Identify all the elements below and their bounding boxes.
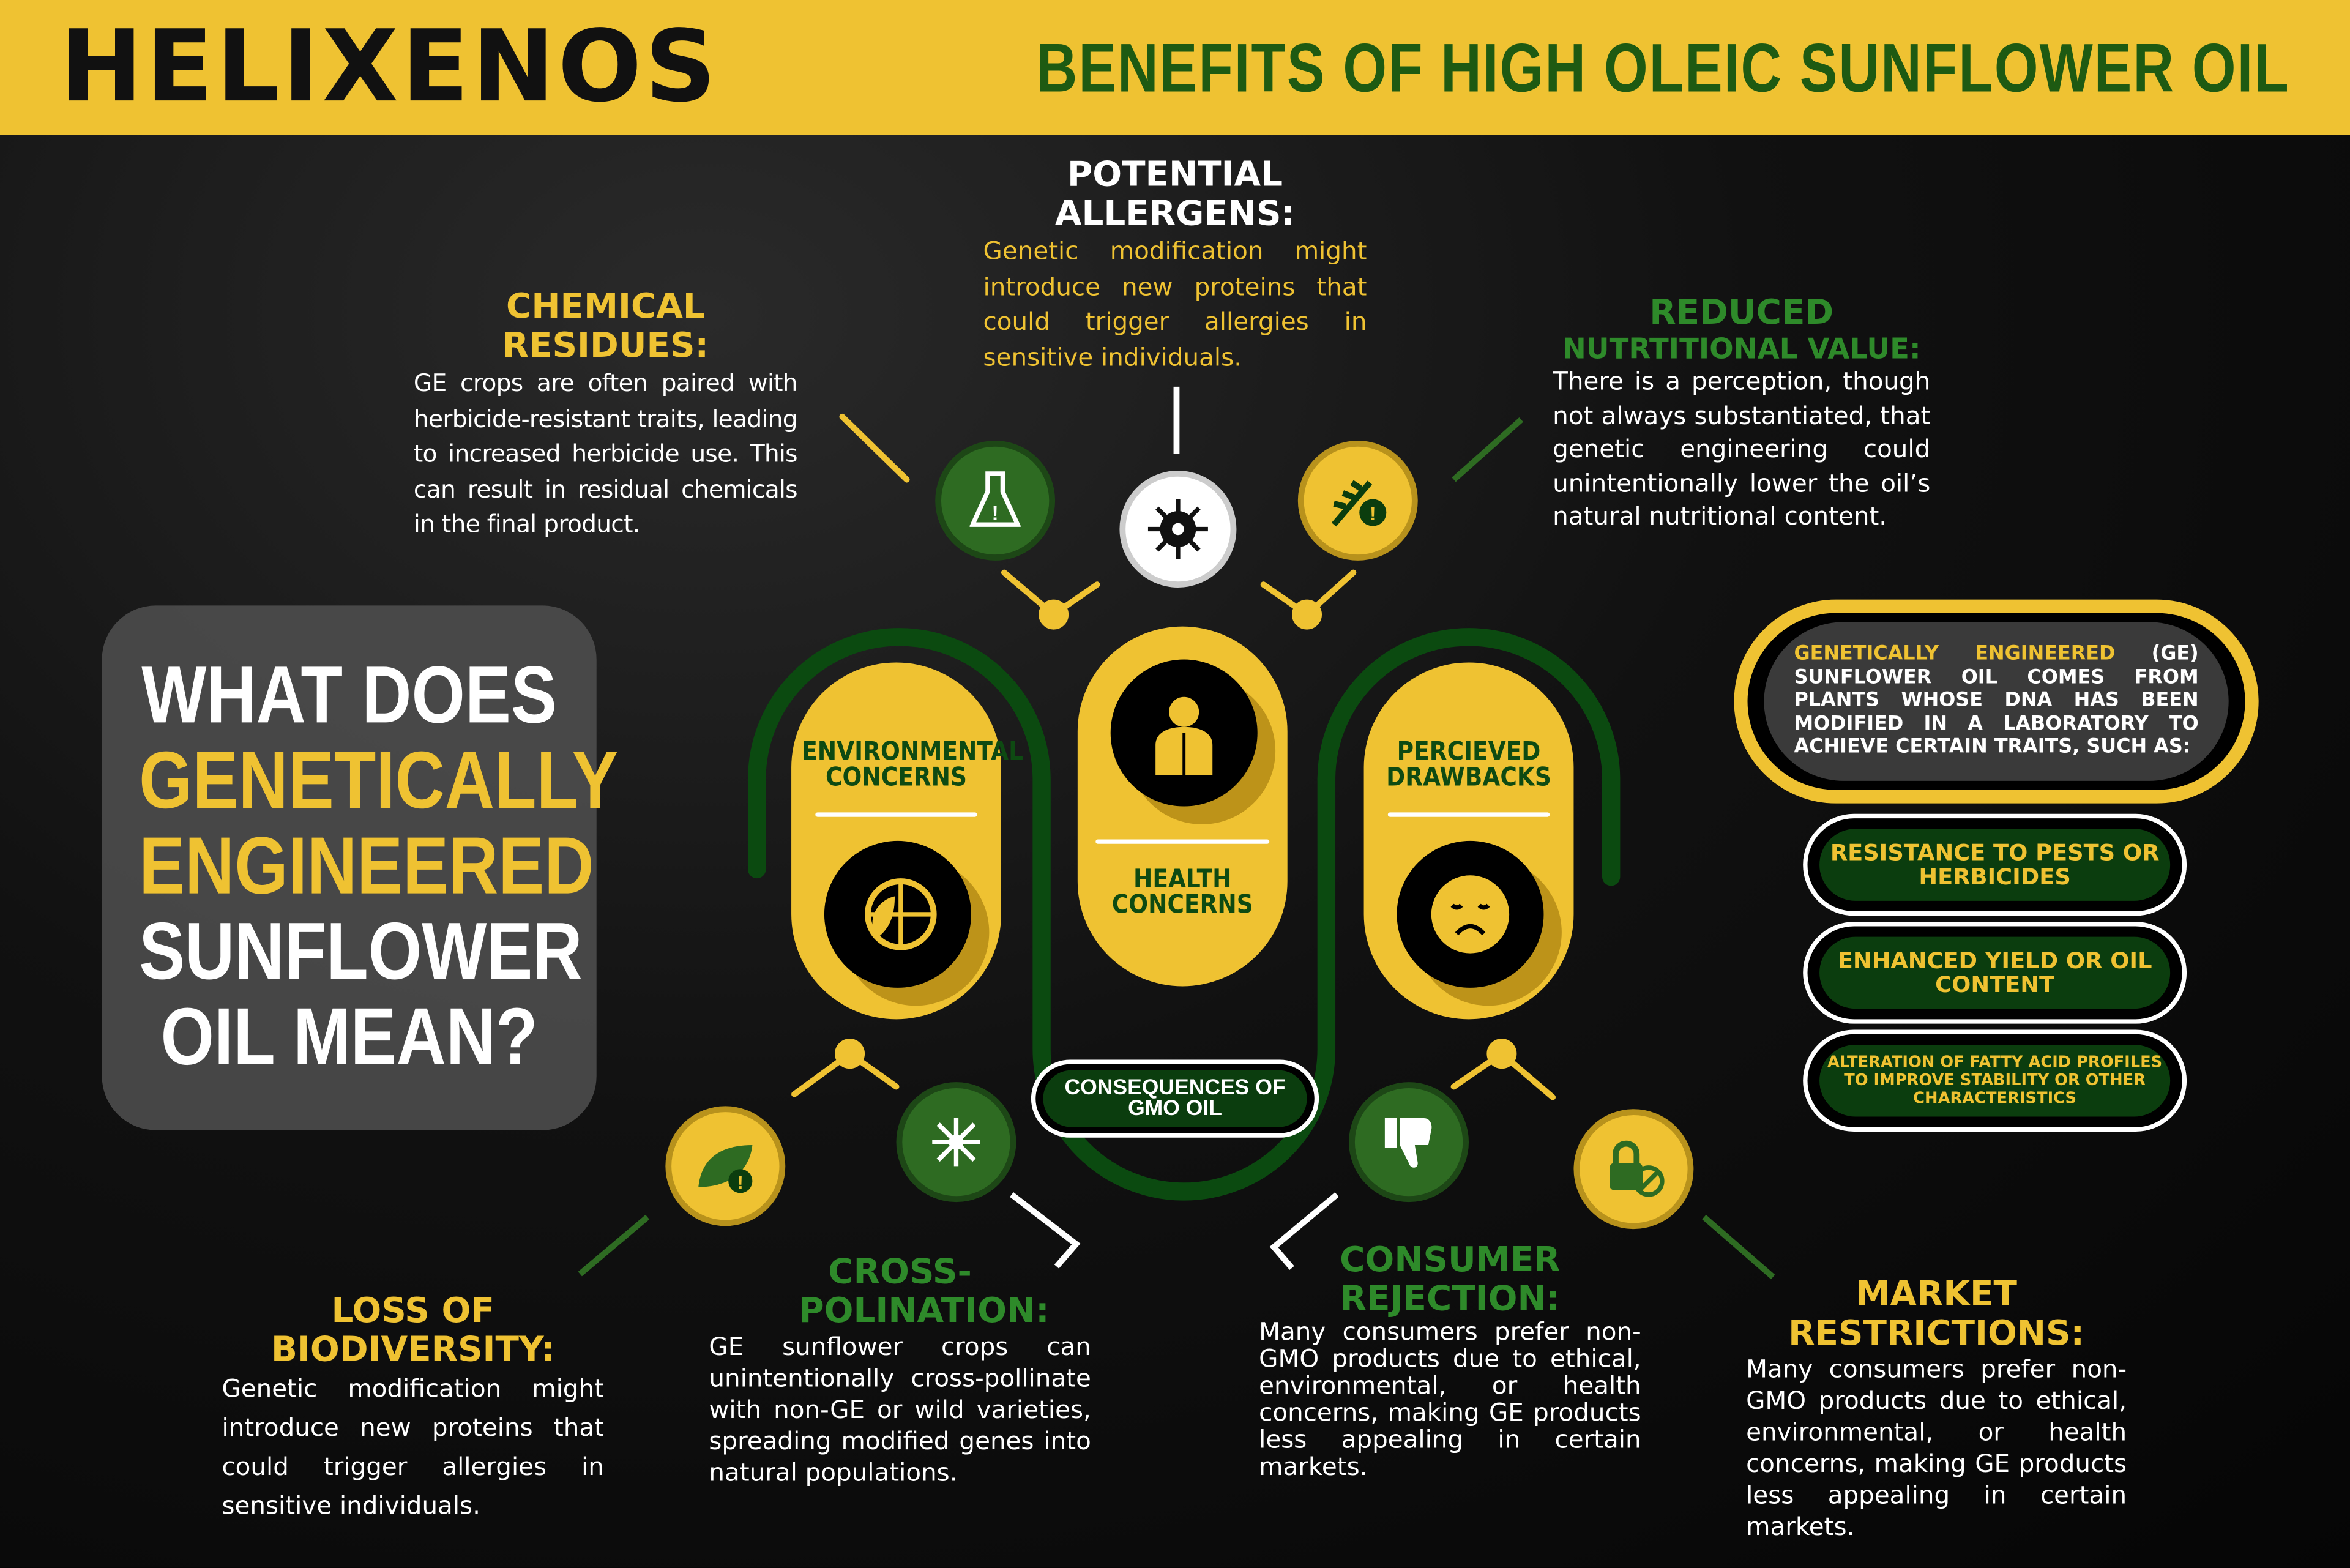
question-line: SUNFLOWER bbox=[139, 906, 583, 997]
svg-text:!: ! bbox=[991, 502, 998, 525]
pollen-icon bbox=[896, 1082, 1016, 1203]
lock-ban-icon bbox=[1573, 1109, 1694, 1230]
section-body: Many consumers prefer non-GMO products d… bbox=[1259, 1317, 1641, 1481]
section-body: GE crops are often paired with herbicide… bbox=[413, 368, 798, 539]
wheat-warning-icon: ! bbox=[1297, 441, 1418, 561]
thumbs-down-icon bbox=[1349, 1082, 1469, 1203]
sad-face-icon bbox=[1397, 840, 1544, 988]
question-line: GENETICALLY bbox=[139, 736, 618, 826]
section-body: GE sunflower crops can unintentionally c… bbox=[709, 1332, 1091, 1487]
pillar-health: HEALTH CONCERNS bbox=[1077, 626, 1288, 987]
trait-badge: ALTERATION OF FATTY ACID PROFILES TO IMP… bbox=[1803, 1029, 2187, 1132]
page-title: BENEFITS OF HIGH OLEIC SUNFLOWER OIL bbox=[1036, 28, 2291, 106]
section-body: Many consumers prefer non-GMO products d… bbox=[1746, 1354, 2127, 1541]
section-title: LOSS OF BIODIVERSITY: bbox=[271, 1292, 555, 1370]
definition-text: (GE) SUNFLOWER OIL COMES FROM PLANTS WHO… bbox=[1794, 643, 2199, 759]
divider bbox=[815, 812, 977, 817]
question-line: OIL MEAN? bbox=[160, 992, 538, 1083]
flask-warning-icon: ! bbox=[935, 441, 1056, 561]
section-potential-allergens: POTENTIAL ALLERGENS: Genetic modificatio… bbox=[983, 156, 1367, 375]
section-body: Genetic modification might introduce new… bbox=[983, 236, 1367, 371]
section-title: CROSS-POLINATION: bbox=[799, 1253, 1050, 1331]
section-body: There is a perception, though not always… bbox=[1553, 367, 1931, 531]
pillar-drawbacks: PERCIEVED DRAWBACKS bbox=[1363, 662, 1574, 1020]
section-consumer-rejection: CONSUMER REJECTION: Many consumers prefe… bbox=[1259, 1241, 1641, 1481]
virus-icon bbox=[1119, 470, 1237, 588]
pillar-label: HEALTH CONCERNS bbox=[1111, 865, 1253, 920]
section-title: CONSUMER REJECTION: bbox=[1340, 1241, 1561, 1320]
section-body: Genetic modification might introduce new… bbox=[222, 1374, 604, 1520]
definition-box: GENETICALLY ENGINEERED (GE) SUNFLOWER OI… bbox=[1734, 599, 2259, 804]
section-reduced-nutrition: REDUCED NUTRTITIONAL VALUE: There is a p… bbox=[1553, 294, 1930, 534]
section-cross-pollination: CROSS-POLINATION: GE sunflower crops can… bbox=[709, 1253, 1091, 1488]
center-badge: CONSEQUENCES OF GMO OIL bbox=[1031, 1059, 1319, 1138]
logo: HELIXENOS bbox=[59, 9, 719, 125]
section-title: CHEMICAL RESIDUES: bbox=[502, 288, 709, 366]
question-box: WHAT DOES GENETICALLY ENGINEERED SUNFLOW… bbox=[102, 605, 618, 1130]
section-title: NUTRTITIONAL VALUE: bbox=[1562, 332, 1921, 366]
divider bbox=[1387, 812, 1550, 817]
pillar-label: PERCIEVED DRAWBACKS bbox=[1386, 737, 1551, 793]
pillar-environmental: ENVIRONMENTAL CONCERNS bbox=[791, 662, 1023, 1020]
svg-text:!: ! bbox=[737, 1173, 744, 1193]
section-loss-of-biodiversity: LOSS OF BIODIVERSITY: Genetic modificati… bbox=[222, 1292, 603, 1526]
leaf-warning-icon: ! bbox=[665, 1106, 786, 1226]
section-title: REDUCED bbox=[1649, 294, 1834, 333]
header-bar: HELIXENOS BENEFITS OF HIGH OLEIC SUNFLOW… bbox=[0, 0, 2350, 135]
definition-highlight: GENETICALLY ENGINEERED bbox=[1794, 643, 2116, 666]
section-chemical-residues: CHEMICAL RESIDUES: GE crops are often pa… bbox=[413, 288, 798, 542]
section-title: POTENTIAL ALLERGENS: bbox=[1054, 155, 1296, 234]
question-line: WHAT DOES bbox=[141, 650, 557, 741]
trait-badge: ENHANCED YIELD OR OIL CONTENT bbox=[1803, 922, 2187, 1024]
pillar-label: ENVIRONMENTAL CONCERNS bbox=[802, 737, 1023, 793]
globe-leaf-icon bbox=[824, 840, 971, 988]
svg-text:!: ! bbox=[1370, 502, 1376, 525]
trait-badge: RESISTANCE TO PESTS OR HERBICIDES bbox=[1803, 813, 2187, 916]
section-market-restrictions: MARKET RESTRICTIONS: Many consumers pref… bbox=[1746, 1275, 2127, 1542]
doctor-icon bbox=[1110, 659, 1258, 807]
section-title: MARKET RESTRICTIONS: bbox=[1788, 1275, 2085, 1354]
question-line: ENGINEERED bbox=[139, 821, 594, 911]
divider bbox=[1095, 839, 1270, 844]
